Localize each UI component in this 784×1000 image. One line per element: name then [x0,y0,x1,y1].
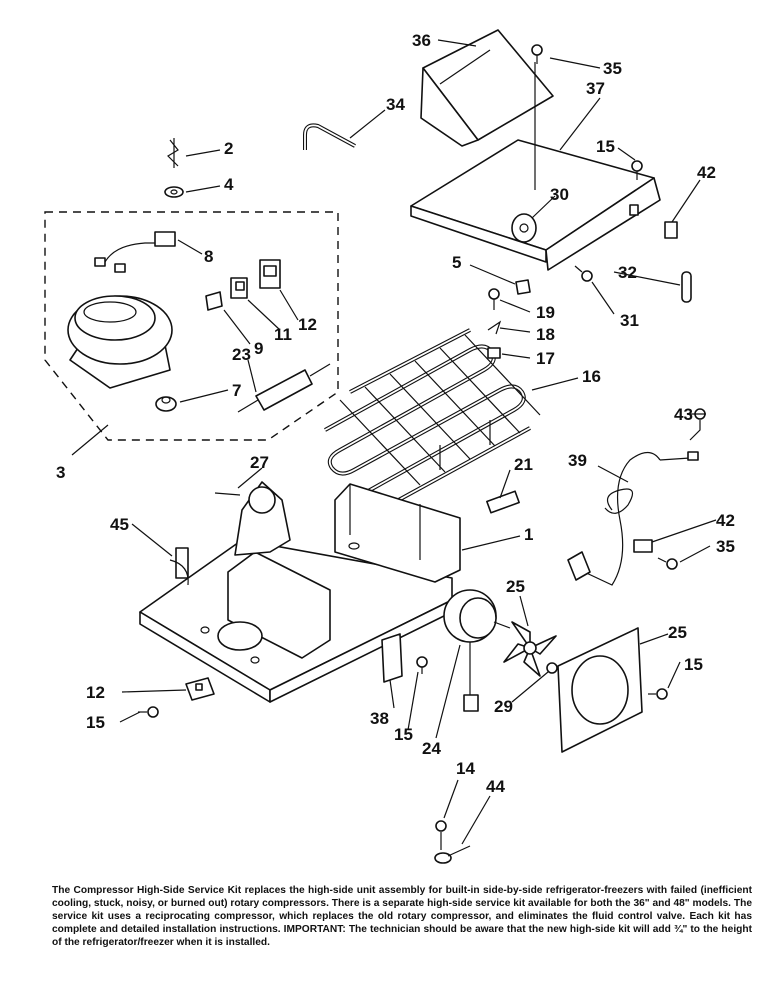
part-15-screw-a [631,160,643,180]
callout-42: 42 [697,163,716,182]
part-compressor [67,295,173,389]
part-8-bracket [205,291,223,311]
part-16-condenser [324,328,541,514]
callout-14: 14 [456,759,475,778]
callout-12: 12 [86,683,105,702]
callout-labels: 36 35 37 15 42 30 5 32 31 19 18 17 16 34… [56,31,735,796]
part-45-bracket [169,547,189,586]
callout-27: 27 [250,453,269,472]
part-29-nut [546,662,558,674]
part-39-power-cord [567,451,699,586]
callout-17: 17 [536,349,555,368]
service-kit-note: The Compressor High-Side Service Kit rep… [52,884,752,949]
note-important-text: The technician should be aware that the … [52,924,752,948]
callout-9: 12 [298,315,317,334]
callout-24: 25 [506,577,525,596]
callout-18: 18 [536,325,555,344]
callout-43: 43 [674,405,693,424]
callout-16: 16 [582,367,601,386]
callout-39: 39 [568,451,587,470]
callout-1: 1 [524,525,533,544]
part-12-box [185,677,215,701]
part-32-pin [681,271,692,303]
part-35-screw-top [531,44,543,64]
callout-19: 19 [536,303,555,322]
callout-38: 38 [370,709,389,728]
part-44-washer [434,845,471,864]
note-important-label: IMPORTANT: [283,924,346,935]
part-14-screw [435,820,447,850]
callout-23: 24 [422,739,441,758]
part-25-fan-shroud [557,627,643,753]
part-23-fan-motor [443,589,511,712]
part-37-bracket-plate [410,62,661,271]
part-15-screw-c [416,656,428,674]
part-34-tube [303,123,356,150]
part-21-drier [237,363,331,413]
note-body: The Compressor High-Side Service Kit rep… [52,885,752,935]
callout-32: 32 [618,263,637,282]
callout-7: 8 [204,247,213,266]
part-42-clip [664,221,678,239]
callout-35b: 35 [716,537,735,556]
part-1-base-frame [139,483,461,703]
part-31-screw [574,265,593,282]
part-5-plate [515,279,531,295]
callout-34: 34 [386,95,405,114]
callout-30: 30 [550,185,569,204]
callout-15b: 15 [86,713,105,732]
part-24-fan-blade [503,621,557,677]
callout-2: 2 [224,139,233,158]
callout-4: 4 [224,175,234,194]
part-20-connector [486,490,520,514]
part-4-grommet [164,186,184,198]
part-17-block [487,347,501,359]
part-41-clamp [633,539,653,553]
callout-8: 9 [254,339,263,358]
part-18-clip [487,320,502,335]
callout-35: 35 [603,59,622,78]
callout-44: 44 [486,777,505,796]
parts-diagram: 36 35 37 15 42 30 5 32 31 19 18 17 16 34… [44,29,735,864]
compressor-kit-boundary [44,211,339,441]
part-11-relay [230,277,248,299]
part-38-bracket [381,633,403,683]
part-19-screw [488,288,500,310]
part-2-clip [167,138,179,168]
callout-11: 11 [274,325,292,344]
part-7-harness [94,231,176,273]
callout-36: 36 [412,31,431,50]
callout-29: 29 [494,697,513,716]
callout-31: 31 [620,311,639,330]
part-15-screw-d [648,688,668,700]
callout-15c: 15 [394,725,413,744]
callout-25: 25 [668,623,687,642]
part-35-screw-bottom [657,557,678,570]
callout-20: 21 [514,455,533,474]
part-30-small-motor [511,213,537,243]
callout-37: 37 [586,79,605,98]
part-36-duct-cover [420,29,554,147]
callout-41: 42 [716,511,735,530]
part-9-overload [259,259,281,289]
callout-15d: 15 [684,655,703,674]
callout-6: 7 [232,381,241,400]
part-27-shroud [214,481,291,556]
callout-3: 3 [56,463,65,482]
callout-45: 45 [110,515,129,534]
part-6-grommet [155,396,177,412]
leader-lines [71,39,717,845]
callout-5: 5 [452,253,461,272]
part-15-screw-b [138,706,159,718]
callout-21: 23 [232,345,251,364]
callout-15: 15 [596,137,615,156]
